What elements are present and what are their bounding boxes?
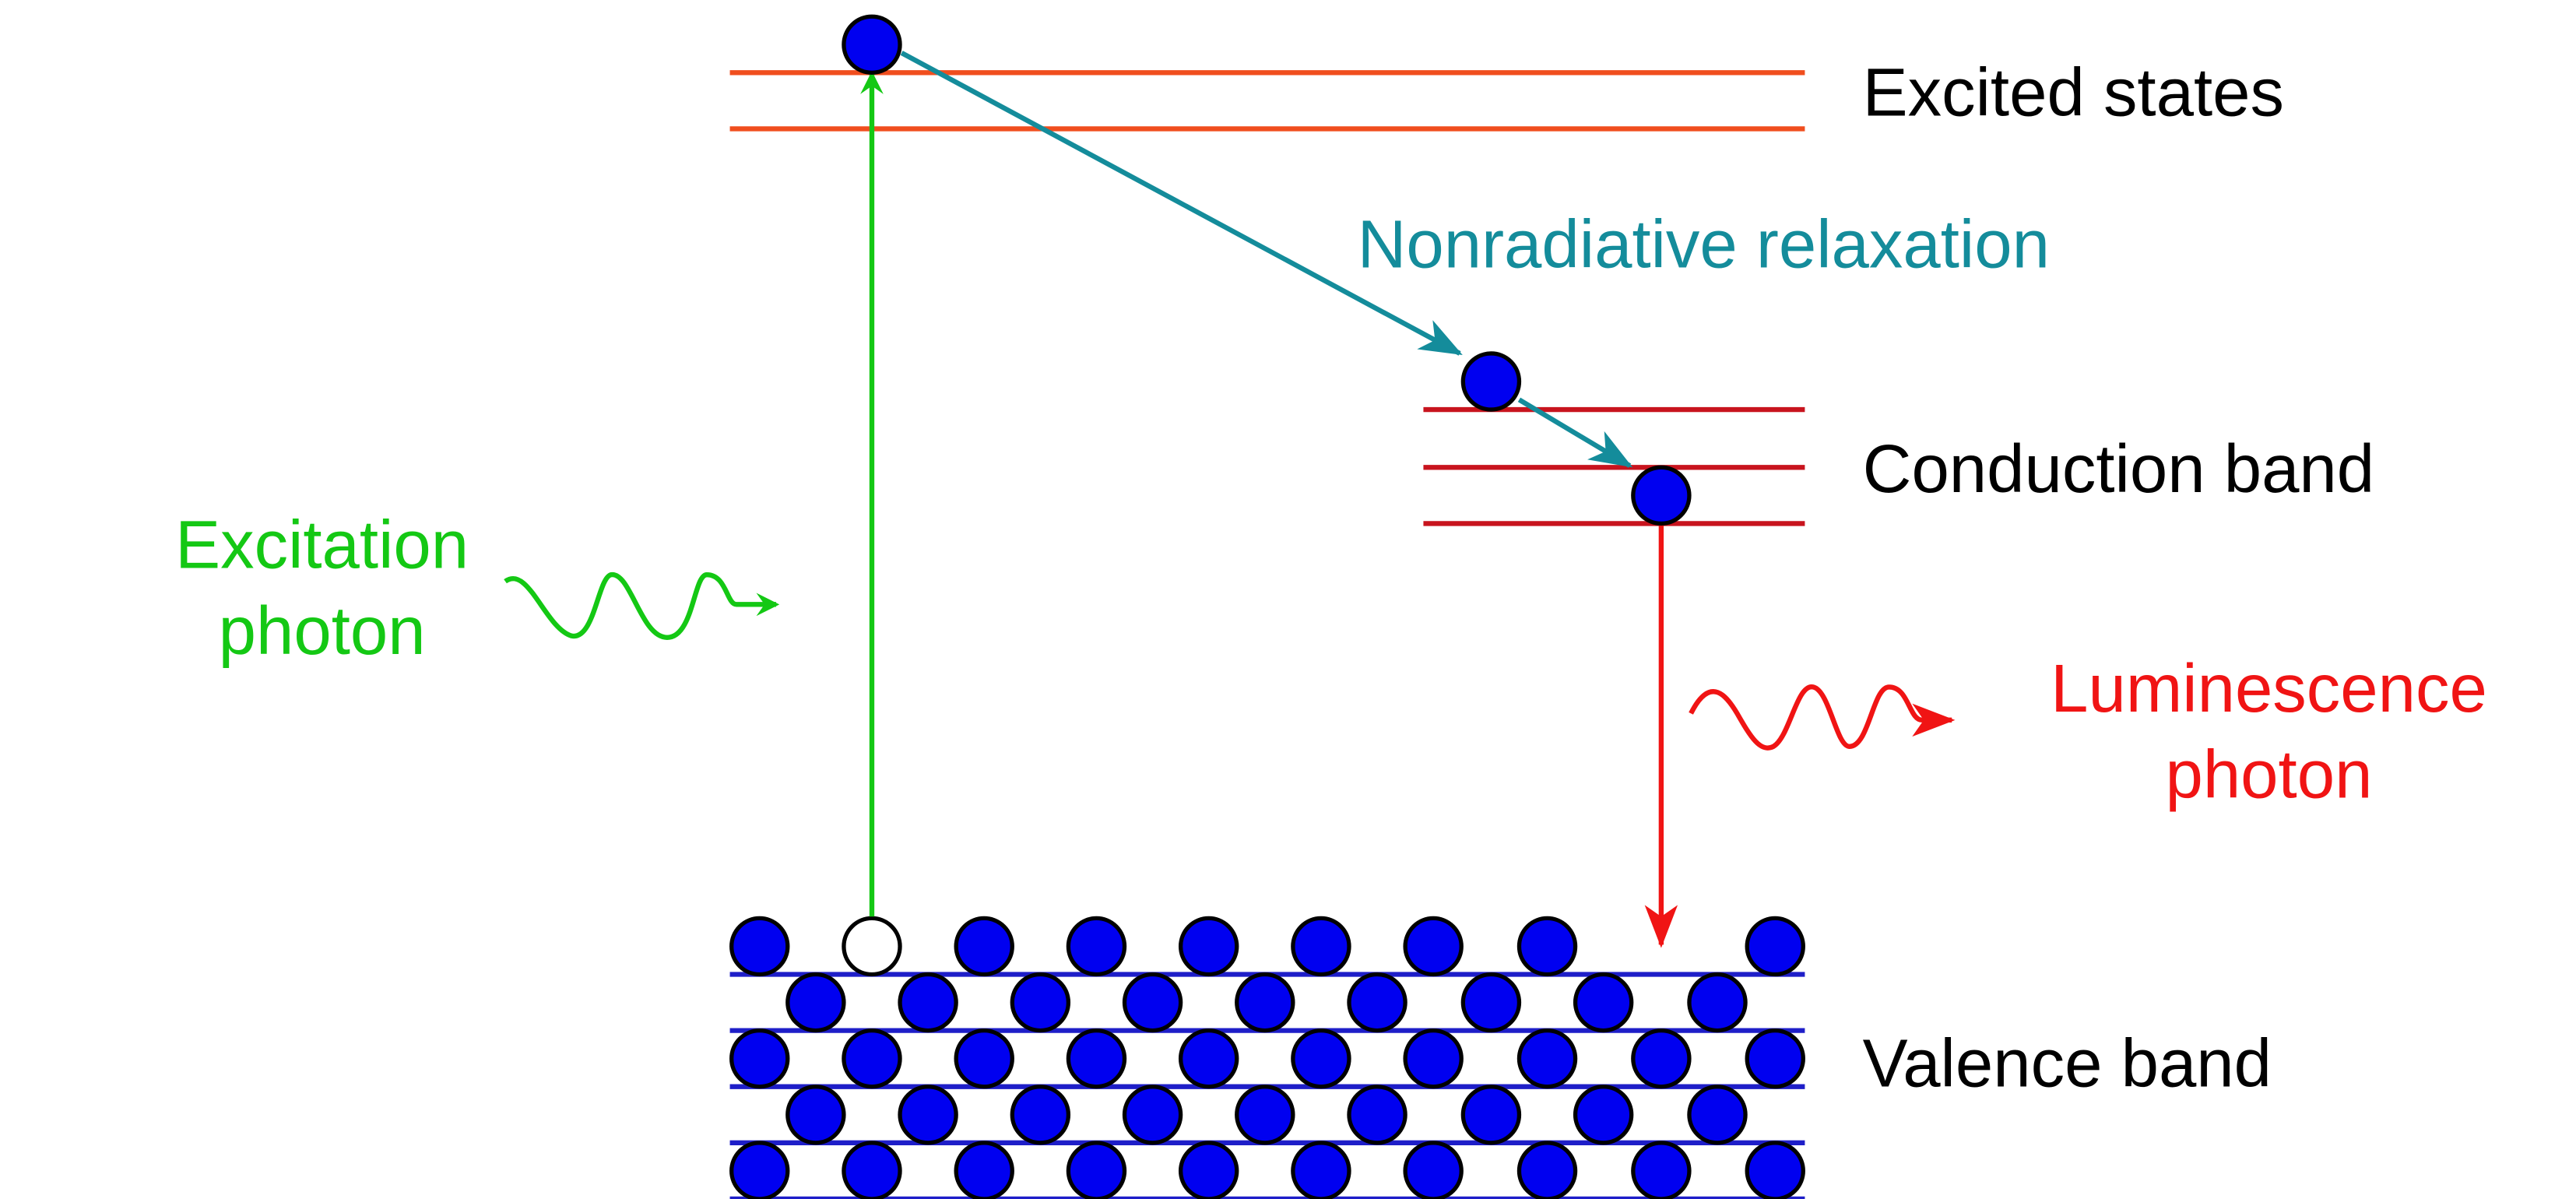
- valence-electron: [729, 1028, 790, 1089]
- valence-electron: [1010, 972, 1071, 1033]
- hole: [842, 916, 902, 977]
- valence-electron: [1460, 1085, 1522, 1145]
- valence-electron: [842, 1028, 902, 1089]
- valence-electron: [785, 972, 846, 1033]
- valence-electron: [1687, 1085, 1748, 1145]
- label-excitation-photon-line2: photon: [219, 593, 426, 669]
- valence-electron: [1687, 972, 1748, 1033]
- valence-electron: [1631, 1141, 1692, 1199]
- valence-electron: [1460, 972, 1522, 1033]
- valence-electron: [729, 916, 790, 977]
- nonradiative-arrow-short: [1517, 397, 1633, 468]
- conduction-band-levels: [1423, 406, 1805, 526]
- valence-electron: [1291, 916, 1351, 977]
- valence-electron: [1178, 1141, 1239, 1199]
- valence-electron: [1745, 916, 1805, 977]
- label-conduction-band: Conduction band: [1863, 431, 2375, 507]
- valence-electron: [842, 1141, 902, 1199]
- valence-electron: [1403, 1141, 1464, 1199]
- valence-electron: [1573, 972, 1634, 1033]
- label-luminescence-photon-line1: Luminescence: [2051, 651, 2487, 726]
- valence-electron: [1066, 916, 1127, 977]
- valence-electron: [1122, 972, 1183, 1033]
- valence-electron: [954, 916, 1014, 977]
- valence-electron: [1745, 1028, 1805, 1089]
- valence-electron: [1178, 1028, 1239, 1089]
- valence-electron: [1573, 1085, 1634, 1145]
- valence-electron: [1291, 1028, 1351, 1089]
- electron-excited: [842, 14, 902, 76]
- valence-electron: [1235, 972, 1295, 1033]
- valence-electron: [954, 1028, 1014, 1089]
- valence-electron: [1066, 1141, 1127, 1199]
- valence-electron: [1745, 1141, 1805, 1199]
- electron-relaxing: [1460, 351, 1522, 412]
- excitation-photon-wave: [504, 572, 780, 640]
- valence-electron: [1403, 1028, 1464, 1089]
- valence-electron: [898, 972, 958, 1033]
- valence-electron: [1631, 1028, 1692, 1089]
- valence-electron: [1291, 1141, 1351, 1199]
- valence-electron: [1403, 916, 1464, 977]
- valence-electron: [785, 1085, 846, 1145]
- valence-electron: [1516, 1141, 1578, 1199]
- electron-conduction: [1631, 465, 1692, 526]
- valence-electron: [1516, 916, 1578, 977]
- label-nonradiative-relaxation: Nonradiative relaxation: [1358, 207, 2050, 283]
- label-excitation-photon-line1: Excitation: [175, 508, 469, 583]
- excited-state-levels: [729, 70, 1805, 132]
- valence-electron: [729, 1141, 790, 1199]
- valence-electron: [898, 1085, 958, 1145]
- nonradiative-arrow-long: [900, 51, 1463, 356]
- valence-electron: [954, 1141, 1014, 1199]
- valence-electron: [1347, 1085, 1407, 1145]
- valence-band-lattice: [729, 916, 1805, 1199]
- label-luminescence-photon-line2: photon: [2165, 737, 2372, 813]
- label-valence-band: Valence band: [1863, 1026, 2272, 1102]
- valence-electron: [1347, 972, 1407, 1033]
- valence-electron: [1010, 1085, 1071, 1145]
- valence-electron: [1178, 916, 1239, 977]
- valence-electron: [1066, 1028, 1127, 1089]
- label-excited-states: Excited states: [1863, 55, 2284, 131]
- luminescence-photon-wave: [1689, 684, 1956, 751]
- valence-electron: [1235, 1085, 1295, 1145]
- valence-electron: [1516, 1028, 1578, 1089]
- valence-electron: [1122, 1085, 1183, 1145]
